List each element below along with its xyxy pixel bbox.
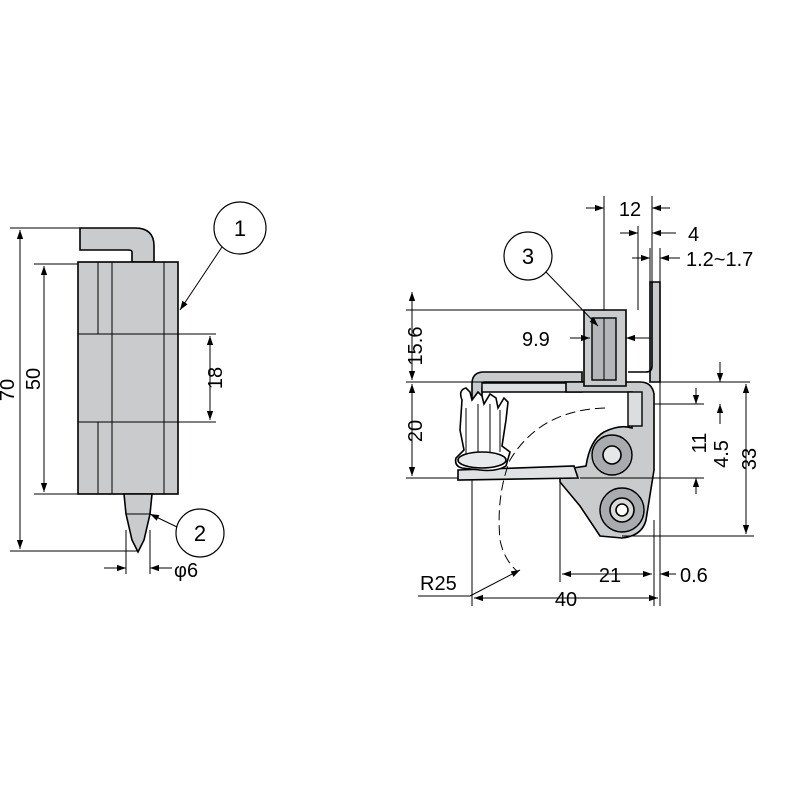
callout-1-label: 1 [234, 216, 246, 241]
dim-4-5-label: 4.5 [711, 440, 733, 468]
callout-2 [175, 508, 225, 558]
callout-2-label: 2 [194, 521, 206, 546]
dim-18-label: 18 [205, 367, 227, 389]
callout-3 [503, 231, 553, 281]
dim-15-6-label: 15.6 [405, 327, 427, 366]
dim-11-label: 11 [689, 433, 711, 454]
dim-33-label: 33 [739, 448, 761, 470]
left-view: 70 50 18 φ6 1 2 [0, 201, 267, 582]
dim-r25-label: R25 [420, 573, 457, 595]
dim-70-label: 70 [0, 379, 19, 401]
pin-tip [123, 493, 153, 554]
hinge-body [77, 261, 179, 495]
right-view: 12 4 1.2~1.7 9.9 15.6 20 11 [405, 196, 761, 611]
seal-gasket [454, 387, 511, 472]
swing-arc [498, 407, 606, 573]
dim-40-label: 40 [555, 589, 577, 611]
callout-1 [213, 201, 267, 255]
dim-21-label: 21 [599, 565, 621, 587]
dim-12-label: 12 [619, 199, 641, 221]
dim-0-6-label: 0.6 [680, 565, 708, 587]
callout-3-label: 3 [522, 244, 534, 269]
dim-50-label: 50 [23, 368, 45, 390]
upper-bracket [628, 282, 653, 373]
dim-9-9-label: 9.9 [522, 329, 550, 351]
dim-20-label: 20 [405, 420, 427, 442]
dim-1-2-1-7-label: 1.2~1.7 [686, 249, 753, 271]
dim-phi6-label: φ6 [174, 560, 198, 582]
dim-4-label: 4 [688, 224, 699, 246]
pin-hook [79, 227, 155, 263]
